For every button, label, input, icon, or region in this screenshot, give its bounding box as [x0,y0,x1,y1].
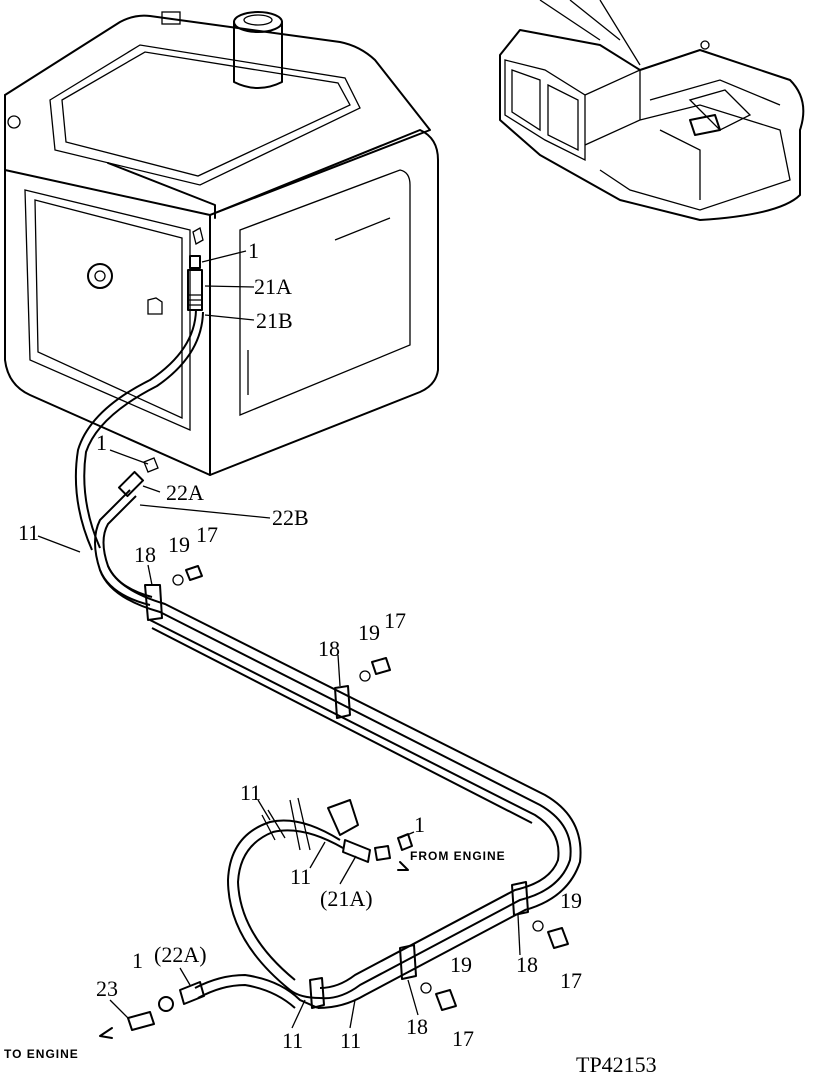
callout-1-bottom: 1 [132,948,143,973]
callout-22a: 22A [166,480,204,505]
callout-labels: 1 21A 21B 1 22A 22B 11 18 19 17 18 19 17… [18,238,582,1053]
callout-18-a: 18 [134,542,156,567]
callout-17-d: 17 [452,1026,474,1051]
fuel-tank [4,11,439,476]
bolts-washers [172,565,569,1011]
callout-17-b: 17 [384,608,406,633]
hose-21 [74,227,204,551]
callout-18-d: 18 [406,1014,428,1039]
to-engine-note: TO ENGINE [4,1047,79,1061]
figure-id: TP42153 [576,1052,657,1077]
from-engine-arrow [397,861,409,871]
to-engine-arrow [99,1027,113,1039]
callout-17-a: 17 [196,522,218,547]
callout-22a-paren: (22A) [154,942,207,967]
callout-11-left: 11 [18,520,39,545]
excavator-inset [499,0,805,221]
callout-22b: 22B [272,505,309,530]
callout-11-c: 11 [240,780,261,805]
callout-21a-paren: (21A) [320,886,373,911]
callout-17-c: 17 [560,968,582,993]
callout-1-low: 1 [414,812,425,837]
from-engine-note: FROM ENGINE [410,849,506,863]
clamps [144,584,529,1009]
tube-line [99,565,582,1009]
callout-11-e: 11 [282,1028,303,1053]
callout-19-d: 19 [450,952,472,977]
callout-1-mid: 1 [96,430,107,455]
callout-21a: 21A [254,274,292,299]
callout-11-d: 11 [290,864,311,889]
callout-1-top: 1 [248,238,259,263]
lower-hose [127,797,413,1031]
hose-22 [94,457,159,606]
callout-18-b: 18 [318,636,340,661]
callout-18-c: 18 [516,952,538,977]
leader-lines [37,250,521,1029]
callout-21b: 21B [256,308,293,333]
callout-11-f: 11 [340,1028,361,1053]
callout-23: 23 [96,976,118,1001]
callout-19-c: 19 [560,888,582,913]
callout-19-a: 19 [168,532,190,557]
callout-19-b: 19 [358,620,380,645]
